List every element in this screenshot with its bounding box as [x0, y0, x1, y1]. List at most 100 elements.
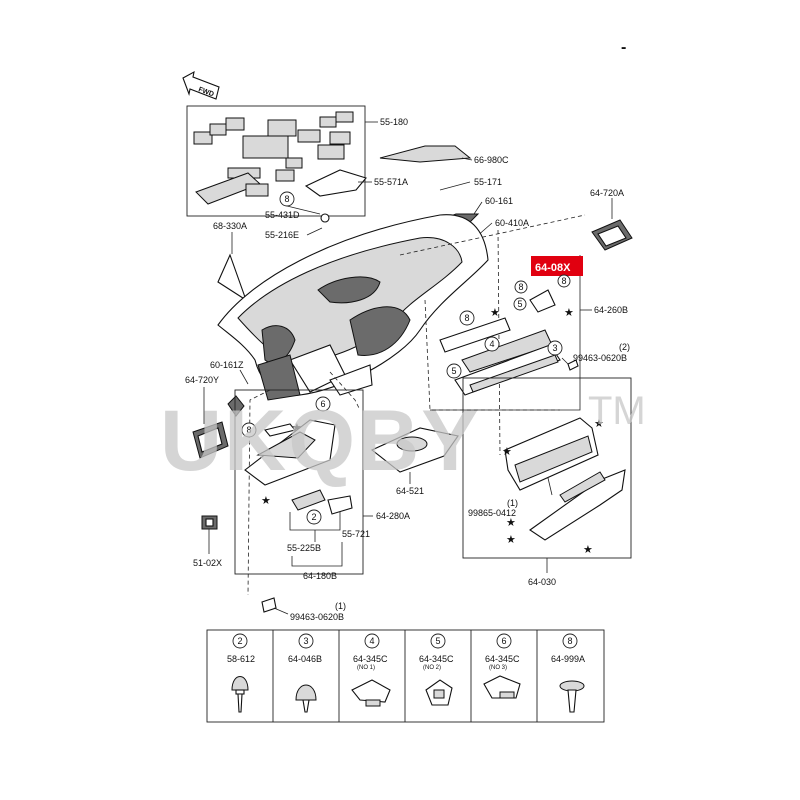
callout-5-text: 5 — [517, 299, 522, 309]
label-68-330a: 68-330A — [213, 221, 247, 231]
label-99463-bottom: 99463-0620B — [290, 612, 344, 622]
label-55-431d: 55-431D — [265, 210, 300, 220]
star-marker: ★ — [261, 494, 271, 507]
star-marker: ★ — [506, 516, 516, 529]
callout-3-text: 3 — [552, 343, 557, 353]
callout-8-left — [459, 310, 475, 326]
star-marker: ★ — [490, 306, 500, 319]
dashboard-panel — [217, 214, 489, 401]
legend-num: 6 — [501, 636, 506, 646]
legend-part: 64-345C — [485, 654, 520, 664]
glovebox-64-030 — [504, 417, 626, 541]
label-99865: 99865-0412 — [468, 508, 516, 518]
label-55-216e: 55-216E — [265, 230, 299, 240]
label-99463-top: 99463-0620B — [573, 353, 627, 363]
legend-note: (NO 3) — [489, 665, 507, 671]
legend-num: 8 — [567, 636, 572, 646]
legend-cell-4: 5 64-345C (NO 2) — [419, 633, 454, 706]
callout-4-bracket — [484, 336, 500, 352]
label-60-161z: 60-161Z — [210, 360, 244, 370]
bracket-64-521 — [370, 427, 459, 473]
label-66-980c: 66-980C — [474, 155, 509, 165]
star-marker: ★ — [583, 543, 593, 556]
screw-99463-top — [567, 359, 579, 371]
clip-icon — [351, 679, 391, 703]
callout-8-text: 8 — [284, 194, 289, 204]
star-marker: ★ — [502, 445, 512, 458]
label-99463-top-qty: (2) — [619, 342, 630, 352]
callout-8-text: 8 — [246, 425, 251, 435]
callout-8-top-right — [557, 274, 571, 288]
part-68-330a — [217, 253, 248, 302]
legend-part: 64-999A — [551, 654, 585, 664]
cushion-icon — [295, 684, 317, 701]
callout-8-text: 8 — [464, 313, 469, 323]
bracket-frame-line — [430, 255, 581, 411]
part-60-161z — [227, 395, 245, 417]
box-64-280a — [234, 389, 364, 575]
callout-8-text: 8 — [561, 276, 566, 286]
legend-note: (NO 1) — [357, 665, 375, 671]
legend-cell-6: 8 64-999A — [551, 633, 585, 713]
lower-panel-64-280a — [244, 419, 336, 486]
legend-cell-1: 2 58-612 — [227, 633, 255, 713]
label-64-720a: 64-720A — [590, 188, 624, 198]
vent-64-720a — [591, 219, 633, 251]
legend-table — [206, 629, 605, 723]
watermark: UKQBY — [160, 393, 481, 489]
bracket-55-225b — [291, 489, 353, 515]
label-55-225b: 55-225B — [287, 543, 321, 553]
label-64-260b: 64-260B — [594, 305, 628, 315]
star-marker: ★ — [292, 421, 302, 434]
label-55-180: 55-180 — [380, 117, 408, 127]
highlight-badge-64-08x — [531, 256, 583, 276]
callout-6-left — [315, 396, 331, 412]
label-60-161: 60-161 — [485, 196, 513, 206]
legend-num-circle — [298, 633, 314, 649]
label-60-410a: 60-410A — [495, 218, 529, 228]
callout-5-bracket — [513, 297, 527, 311]
highlight-label-64-08x: 64-08X — [535, 262, 571, 274]
callout-4-text: 4 — [489, 339, 494, 349]
callout-5-text: 5 — [451, 366, 456, 376]
label-99463-bottom-qty: (1) — [335, 601, 346, 611]
label-55-721: 55-721 — [342, 529, 370, 539]
legend-part: 64-345C — [419, 654, 454, 664]
pin-icon — [231, 676, 249, 691]
star-marker: ★ — [506, 533, 516, 546]
callout-2-lower — [306, 509, 322, 525]
legend-part: 58-612 — [227, 654, 255, 664]
screw-99463-bottom — [261, 597, 277, 613]
legend-num-circle — [232, 633, 248, 649]
part-55-571a — [304, 169, 367, 197]
callout-8-bracket — [514, 280, 528, 294]
pad-kit-box — [186, 105, 378, 217]
callout-8-text: 8 — [518, 282, 523, 292]
callout-3-bracket — [547, 340, 563, 356]
label-64-280a: 64-280A — [376, 511, 410, 521]
legend-num: 5 — [435, 636, 440, 646]
legend-cell-2: 3 64-046B — [288, 633, 322, 713]
legend-num: 4 — [369, 636, 374, 646]
clip-55-431d — [320, 213, 330, 223]
label-64-030: 64-030 — [528, 577, 556, 587]
fwd-arrow-icon: FWD — [182, 70, 220, 100]
label-55-171: 55-171 — [474, 177, 502, 187]
label-55-571a: 55-571A — [374, 177, 408, 187]
part-66-980c — [379, 145, 472, 163]
label-99865-qty: (1) — [507, 498, 518, 508]
legend-num-circle — [364, 633, 380, 649]
callout-6-text: 6 — [320, 399, 325, 409]
callout-8-lower-left — [241, 422, 257, 438]
corner-mark: - — [621, 39, 626, 56]
label-51-02x: 51-02X — [193, 558, 222, 568]
legend-num: 2 — [237, 636, 242, 646]
legend-num-circle — [430, 633, 446, 649]
legend-num-circle — [496, 633, 512, 649]
legend-cell-3: 4 64-345C (NO 1) — [351, 633, 391, 707]
callout-2-text: 2 — [311, 512, 316, 522]
legend-note: (NO 2) — [423, 665, 441, 671]
legend-cell-5: 6 64-345C (NO 3) — [483, 633, 521, 699]
vent-64-720y — [192, 421, 229, 459]
